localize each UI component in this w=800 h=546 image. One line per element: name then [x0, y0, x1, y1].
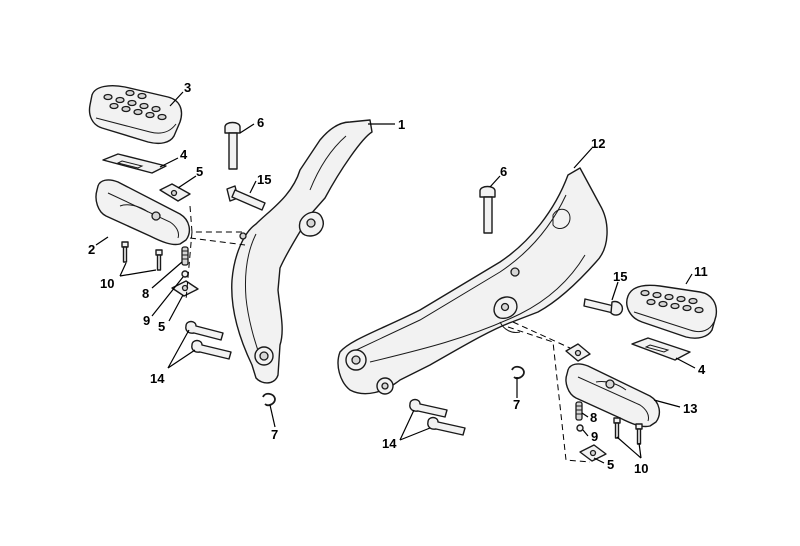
part-10-bolts-right	[613, 417, 643, 445]
callout-7-right: 7	[513, 397, 520, 412]
part-10-bolts-left	[121, 241, 163, 271]
callout-11: 11	[694, 264, 708, 279]
part-14-pins-left	[185, 320, 232, 360]
callout-14-right: 14	[382, 436, 397, 451]
part-15-bolt-right	[583, 298, 624, 316]
part-13-footpeg-body	[565, 363, 661, 428]
part-15-bolt-left	[226, 185, 266, 211]
callout-8-right: 8	[590, 410, 597, 425]
callout-1: 1	[398, 117, 405, 132]
callout-10-left: 10	[100, 276, 114, 291]
callout-9-left: 9	[143, 313, 150, 328]
part-7-clip-right	[511, 365, 525, 380]
callout-5-left-top: 5	[196, 164, 203, 179]
leader-lines	[95, 91, 696, 464]
part-8-spring-right	[575, 401, 583, 421]
callout-9-right: 9	[591, 429, 598, 444]
callout-5-left-bottom: 5	[158, 319, 165, 334]
callout-7-left: 7	[271, 427, 278, 442]
part-4-plate	[102, 153, 167, 174]
callout-3: 3	[184, 80, 191, 95]
callout-15-right: 15	[613, 269, 627, 284]
callout-5-right: 5	[607, 457, 614, 472]
callout-4-left: 4	[180, 147, 188, 162]
callout-6-right: 6	[500, 164, 507, 179]
part-3-footpeg-rubber	[88, 85, 183, 145]
callout-10-right: 10	[634, 461, 648, 476]
callout-6-left: 6	[257, 115, 264, 130]
assembly-line-right-2	[512, 321, 571, 349]
part-12-bracket-right	[337, 167, 608, 395]
callout-8-left: 8	[142, 286, 149, 301]
part-14-pins-right	[409, 398, 466, 436]
part-5-bracket-right-bottom	[579, 444, 607, 462]
part-11-footpeg-rubber	[626, 284, 718, 339]
part-5-bracket-right-top	[565, 343, 591, 362]
part-5-bracket-bottom	[171, 280, 199, 297]
part-6-bolt-left	[224, 121, 241, 170]
callout-labels: 1 2 3 4 5 5 6 7 8 9 10 14 15 12 6 11 15 …	[88, 80, 708, 476]
callout-2: 2	[88, 242, 95, 257]
assembly-line-right-1	[507, 326, 591, 463]
part-6-bolt-right	[479, 185, 496, 234]
assembly-line-left-2	[189, 237, 246, 246]
assembly-line-left-1	[189, 205, 245, 233]
part-4-plate-right	[631, 337, 691, 361]
callout-15-left: 15	[257, 172, 271, 187]
callout-4-right: 4	[698, 362, 706, 377]
part-9-ball-right	[576, 424, 584, 432]
part-9-ball-left	[181, 270, 189, 278]
part-1-bracket-left	[231, 119, 373, 384]
part-2-footpeg-body	[95, 179, 191, 246]
callout-12: 12	[591, 136, 605, 151]
part-7-clip-left	[262, 392, 276, 407]
callout-14-left: 14	[150, 371, 165, 386]
assembly-line-left-3	[185, 231, 193, 301]
part-8-spring-left	[181, 246, 189, 266]
callout-13: 13	[683, 401, 697, 416]
part-5-bracket-top	[159, 183, 191, 202]
